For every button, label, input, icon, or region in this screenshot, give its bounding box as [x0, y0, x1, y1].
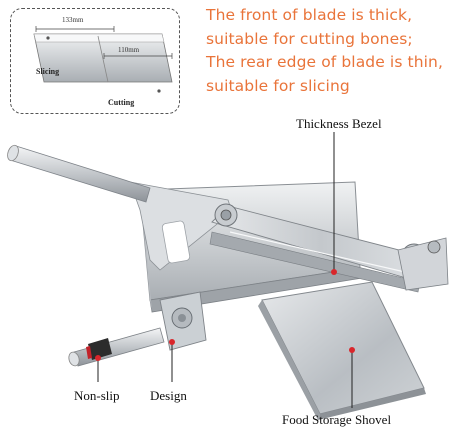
headline-line-3: The rear edge of blade is thin,: [206, 53, 443, 71]
headline-line-1: The front of blade is thick,: [206, 6, 413, 24]
headline-line-2: suitable for cutting bones;: [206, 29, 413, 48]
blade-detail-inset: [10, 8, 180, 114]
dimension-110mm: 110mm: [118, 46, 140, 54]
dimension-133mm: 133mm: [62, 16, 84, 24]
cutting-label: Cutting: [108, 98, 135, 107]
inset-blade-drawing: [33, 26, 173, 93]
food-storage-shovel: [258, 281, 426, 420]
food-storage-shovel-label: Food Storage Shovel: [282, 412, 392, 427]
thickness-bezel-label: Thickness Bezel: [296, 116, 382, 131]
handle-bar: [7, 144, 151, 203]
headline-line-4: suitable for slicing: [206, 76, 350, 95]
front-pivot-design: [159, 291, 207, 351]
slicing-label: Slicing: [36, 67, 60, 76]
callout-lines: [95, 132, 355, 408]
non-slip-lever: [68, 327, 165, 367]
design-label: Design: [150, 388, 187, 403]
headline-text: The front of blade is thick, suitable fo…: [206, 4, 458, 98]
non-slip-label: Non-slip: [74, 388, 120, 403]
thickness-bezel: [209, 205, 431, 293]
